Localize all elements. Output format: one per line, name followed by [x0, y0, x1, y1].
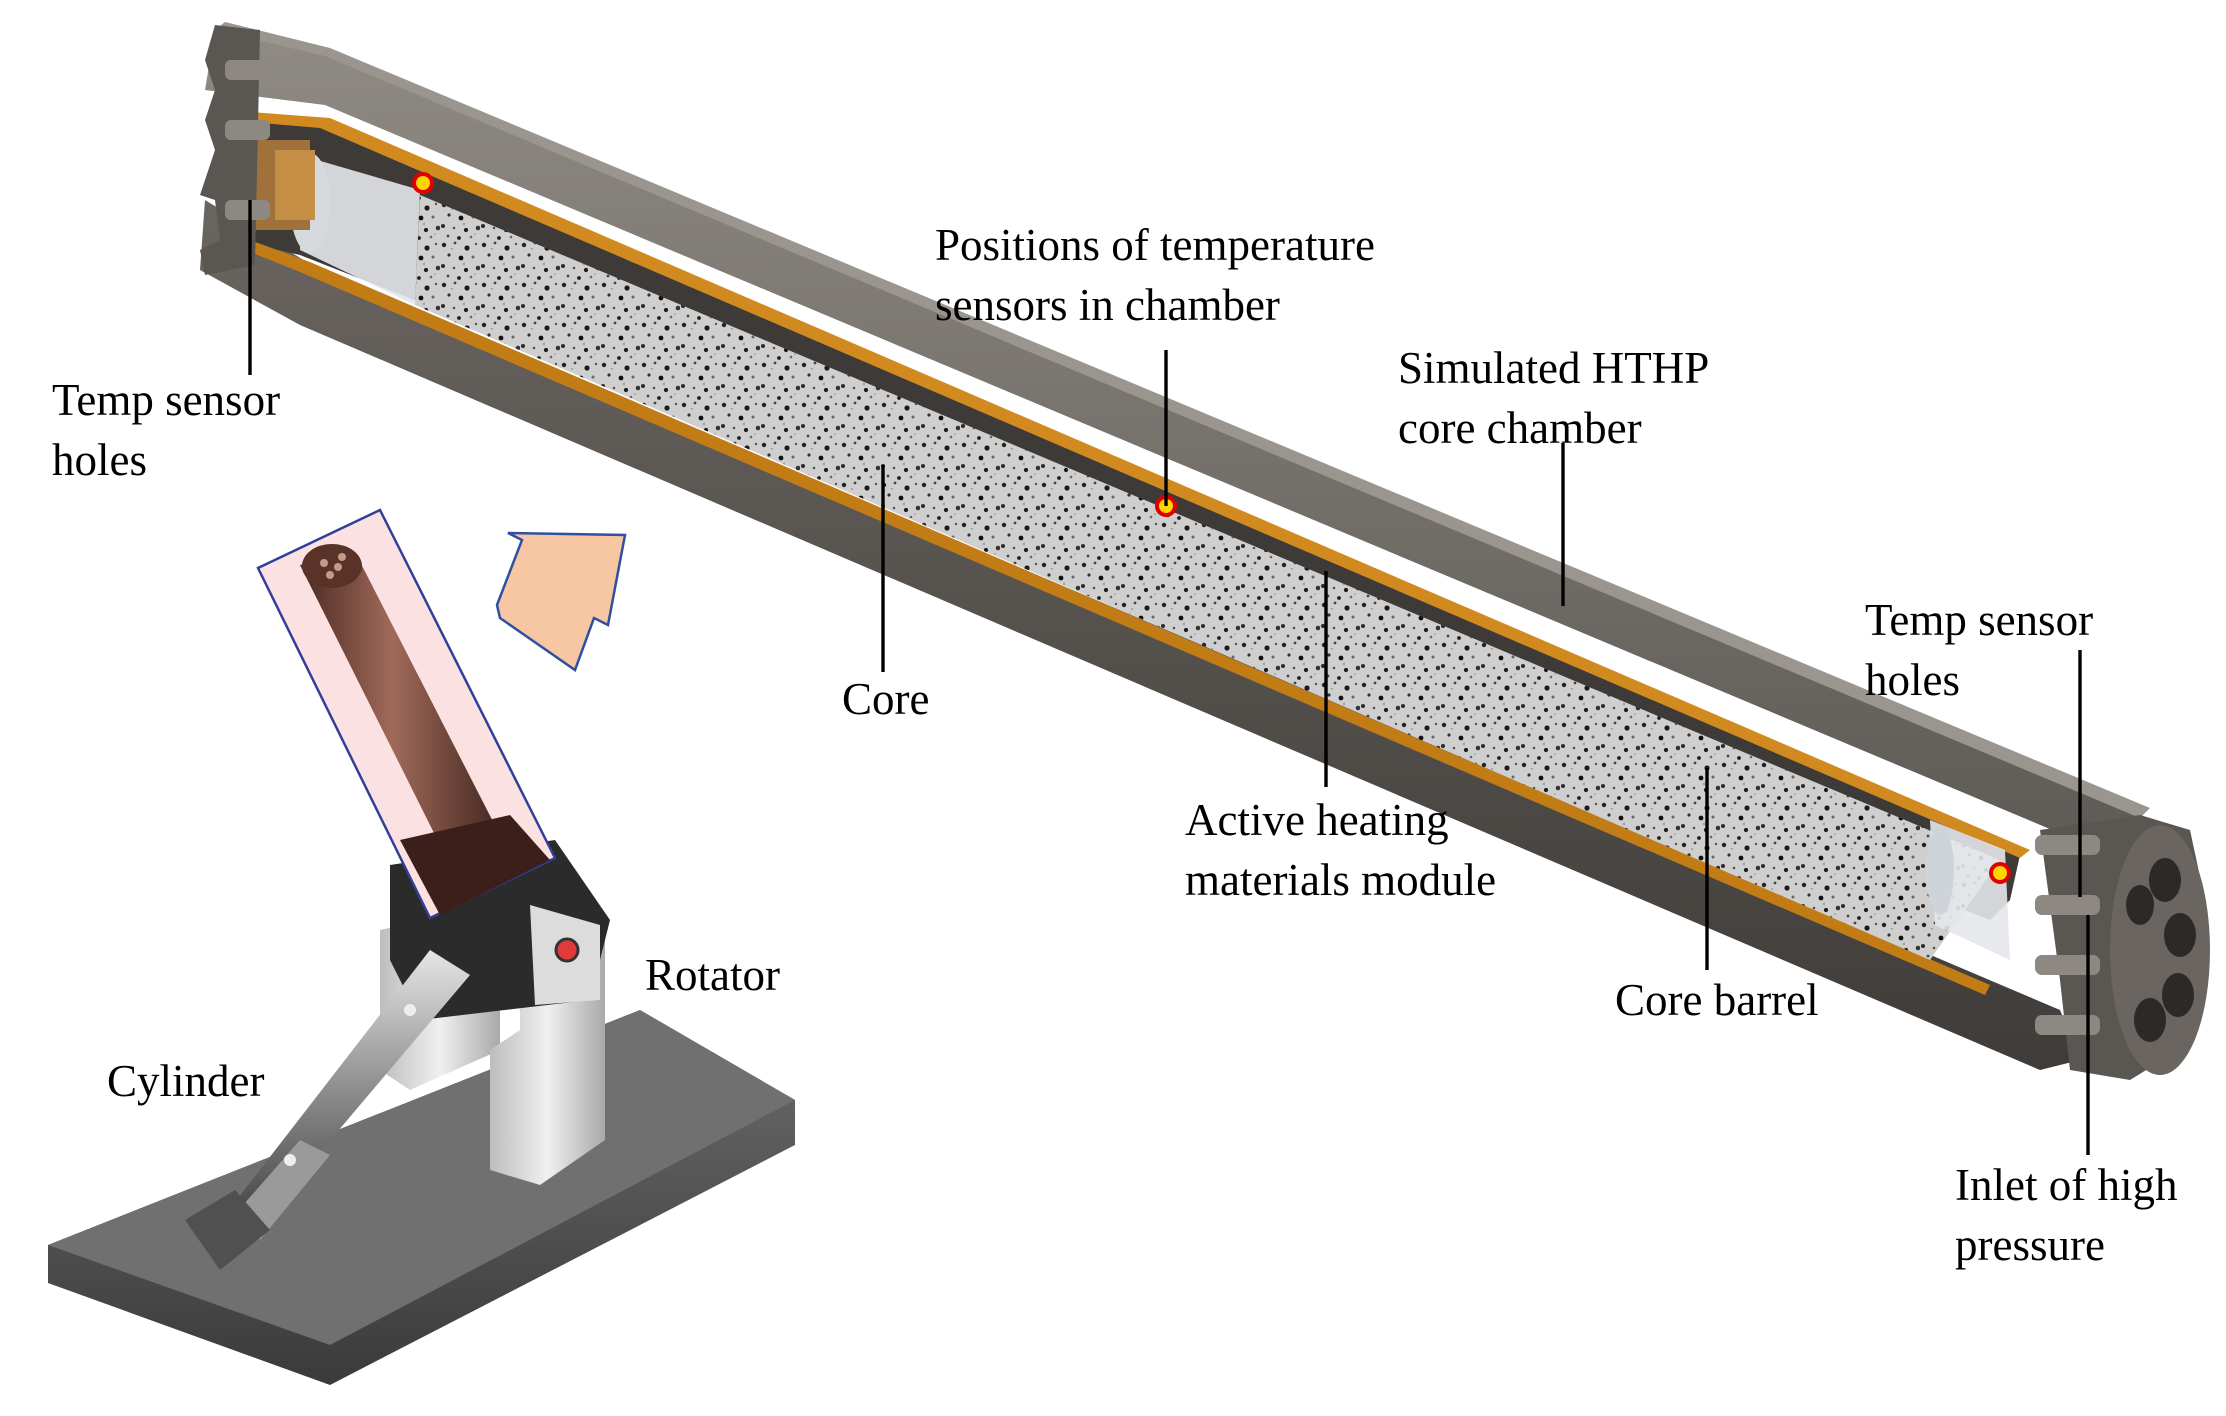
label-core: Core: [842, 674, 929, 724]
inlet-port-5: [2126, 885, 2154, 925]
sample-rod: [300, 552, 505, 875]
right-bolt-4: [2035, 1015, 2100, 1035]
base-plate-top: [48, 1010, 795, 1345]
right-core-plug-face: [1926, 825, 1954, 915]
rotator-knob: [554, 937, 580, 963]
inlet-port-2: [2164, 913, 2196, 957]
right-bolt-2: [2035, 895, 2100, 915]
heating-strip-bottom: [250, 240, 1990, 995]
granite-core: [415, 195, 2000, 960]
inlet-port-3: [2162, 973, 2194, 1017]
sample-holder-base: [400, 815, 550, 915]
left-bolt-3: [225, 200, 270, 220]
label-rotator: Rotator: [645, 950, 780, 1000]
inlet-port-4: [2134, 998, 2166, 1042]
label-temp-sensor-holes-left: Temp sensor holes: [52, 375, 291, 485]
chamber-top-rim: [215, 22, 2150, 818]
right-bolt-3: [2035, 955, 2100, 975]
label-cylinder: Cylinder: [107, 1056, 264, 1106]
heating-strip-top: [250, 112, 2030, 858]
sample-rod-hole: [334, 563, 342, 571]
left-brass-fitting-inner: [275, 150, 315, 220]
sample-rod-hole: [320, 559, 328, 567]
temperature-sensor-dot-icon: [412, 172, 434, 194]
leader-lines: [248, 200, 2090, 1155]
left-bolt-2: [225, 120, 270, 140]
cylinder-pin: [284, 1154, 296, 1166]
cylinder-clevis: [185, 1190, 270, 1270]
chamber-top-wall: [205, 30, 2140, 850]
sample-rod-hole: [326, 571, 334, 579]
label-simulated-chamber: Simulated HTHP core chamber: [1398, 343, 1719, 453]
label-core-barrel: Core barrel: [1615, 975, 1819, 1025]
label-temp-sensor-holes-right: Temp sensor holes: [1865, 595, 2104, 705]
rotator-apparatus: [48, 508, 795, 1385]
sample-rod-top: [302, 544, 362, 588]
direction-arrow-icon: [495, 531, 627, 672]
left-bolt-1: [225, 60, 270, 80]
label-inlet-high-pressure: Inlet of high pressure: [1955, 1160, 2189, 1270]
sample-rod-hole: [338, 553, 346, 561]
simulated-chamber-body: [200, 22, 2210, 1080]
sensor-dots: [412, 172, 2011, 884]
inlet-port-1: [2149, 858, 2181, 902]
temperature-sensor-dot-icon: [1989, 862, 2011, 884]
cylinder-pin: [404, 1004, 416, 1016]
label-active-heating: Active heating materials module: [1185, 795, 1496, 905]
chamber-bottom-wall: [200, 200, 2080, 1070]
label-positions-of-sensors: Positions of temperature sensors in cham…: [935, 220, 1386, 330]
right-bolt-1: [2035, 835, 2100, 855]
left-core-plug: [300, 155, 420, 305]
